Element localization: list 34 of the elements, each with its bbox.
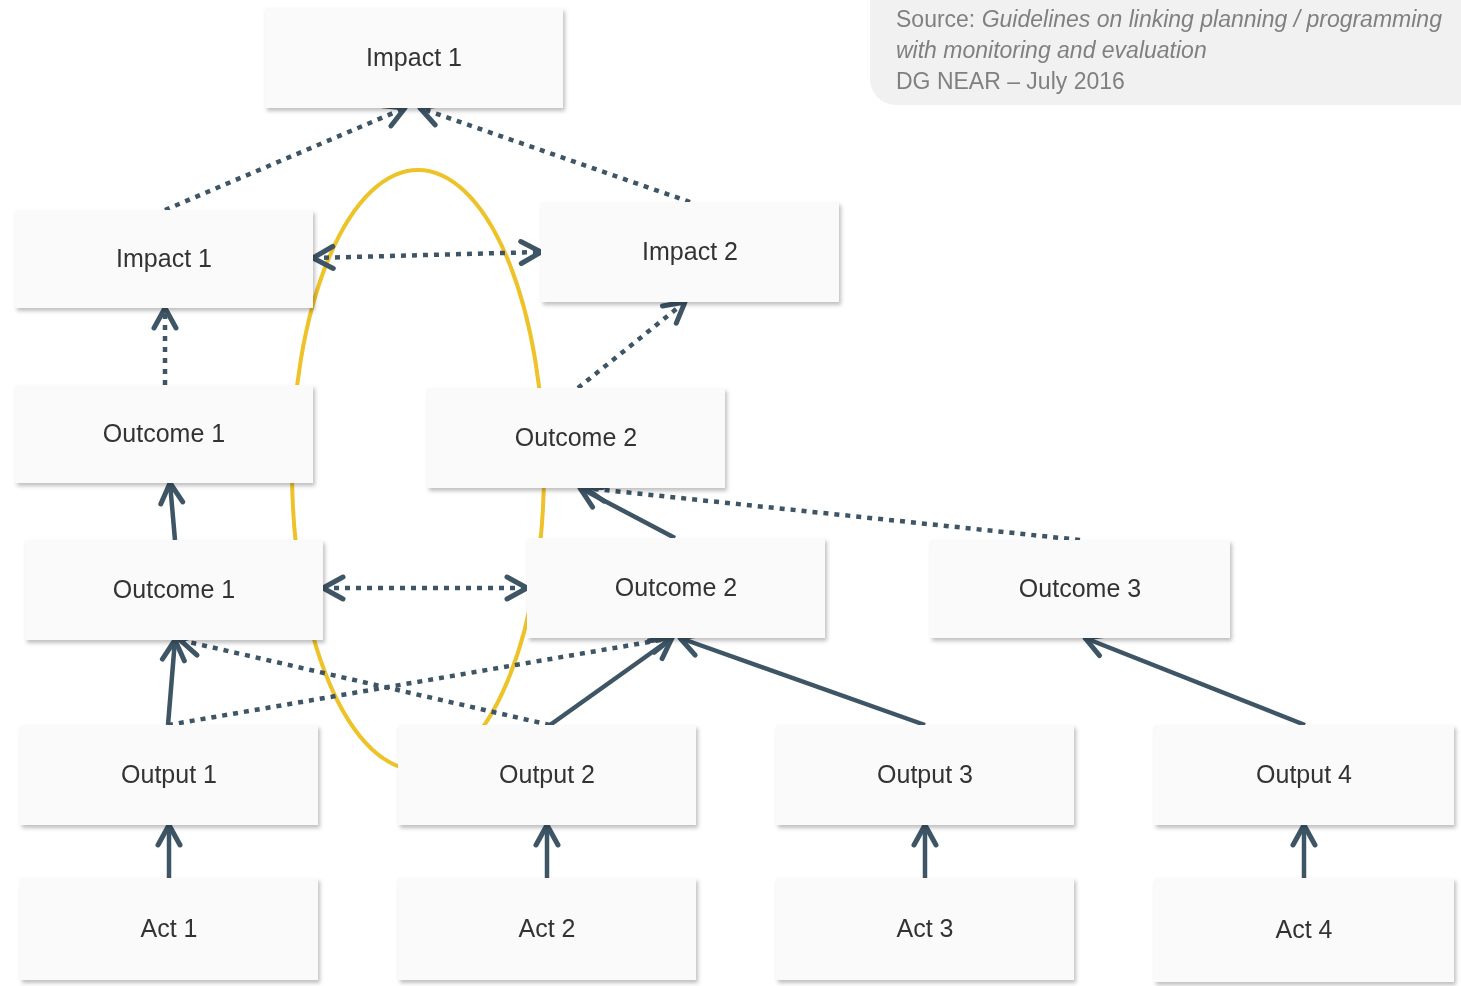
node-label: Act 1 [140, 913, 198, 945]
process-box [15, 210, 313, 308]
process-box [398, 878, 696, 980]
process-box [541, 202, 839, 302]
node-label: Output 3 [877, 759, 973, 791]
node-label: Outcome 3 [1018, 573, 1142, 605]
node-label: Output 1 [121, 759, 217, 791]
process-box [527, 538, 825, 638]
node-label: Output 4 [1256, 759, 1352, 791]
node-label: Outcome 2 [614, 572, 738, 604]
process-box [427, 388, 725, 488]
process-box [20, 725, 318, 825]
process-box [398, 725, 696, 825]
process-box [930, 540, 1230, 638]
process-box [15, 385, 313, 483]
node-label: Outcome 1 [112, 574, 236, 606]
node-label: Impact 1 [366, 42, 462, 74]
process-box [25, 540, 323, 640]
node-label: Act 4 [1275, 914, 1333, 946]
process-box [776, 878, 1074, 980]
node-label: Impact 1 [116, 243, 212, 275]
source-text: Source: Guidelines on linking planning / programming with monitoring and evaluation [896, 5, 1443, 65]
process-box [776, 725, 1074, 825]
source-text: DG NEAR – July 2016 [896, 67, 1126, 96]
node-label: Act 2 [518, 913, 576, 945]
process-box [1154, 725, 1454, 825]
process-box [1154, 878, 1454, 982]
node-label: Outcome 2 [514, 422, 638, 454]
node-label: Act 3 [896, 913, 954, 945]
process-box [20, 878, 318, 980]
node-label: Output 2 [499, 759, 595, 791]
process-box [265, 8, 563, 108]
node-label: Impact 2 [642, 236, 738, 268]
node-label: Outcome 1 [102, 418, 226, 450]
